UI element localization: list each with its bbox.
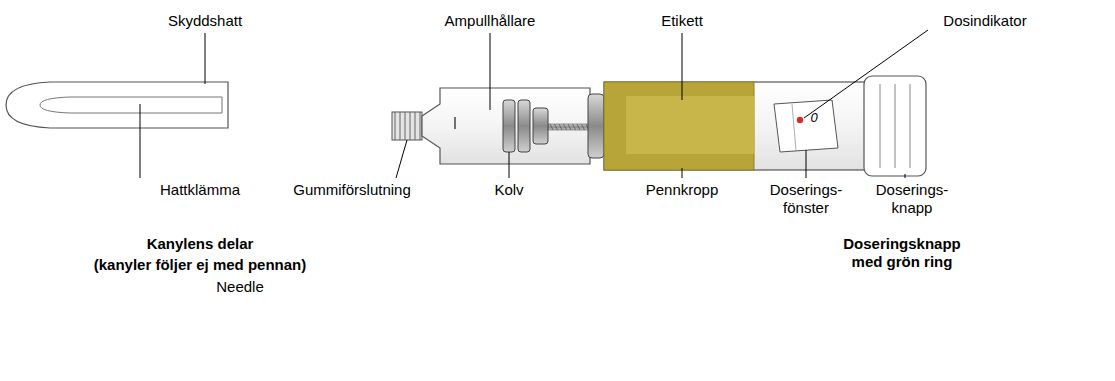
part-label: Doseringsknapp med grön ring bbox=[832, 235, 972, 271]
dose-button bbox=[864, 76, 926, 176]
part-label: Doserings- fönster bbox=[761, 181, 851, 217]
part-label: Dosindikator bbox=[943, 12, 1026, 30]
part-label: Skyddshatt bbox=[168, 12, 242, 30]
part-label: Gummiförslutning bbox=[293, 181, 411, 199]
cartridge-holder bbox=[392, 88, 604, 164]
part-label: Ampullhållare bbox=[445, 12, 536, 30]
cap bbox=[6, 82, 228, 128]
dose-digit: 0 bbox=[810, 110, 817, 125]
part-label: Needle bbox=[216, 278, 264, 296]
part-label: Kolv bbox=[494, 181, 523, 199]
part-label: Hattklämma bbox=[160, 181, 240, 199]
part-label: Etikett bbox=[661, 12, 703, 30]
part-label: Doserings- knapp bbox=[867, 181, 957, 217]
leader-lines bbox=[140, 30, 928, 178]
part-label: Pennkropp bbox=[646, 181, 719, 199]
pen-body bbox=[604, 82, 866, 170]
part-label: Kanylens delar bbox=[147, 235, 254, 253]
part-label: (kanyler följer ej med pennan) bbox=[94, 256, 307, 274]
